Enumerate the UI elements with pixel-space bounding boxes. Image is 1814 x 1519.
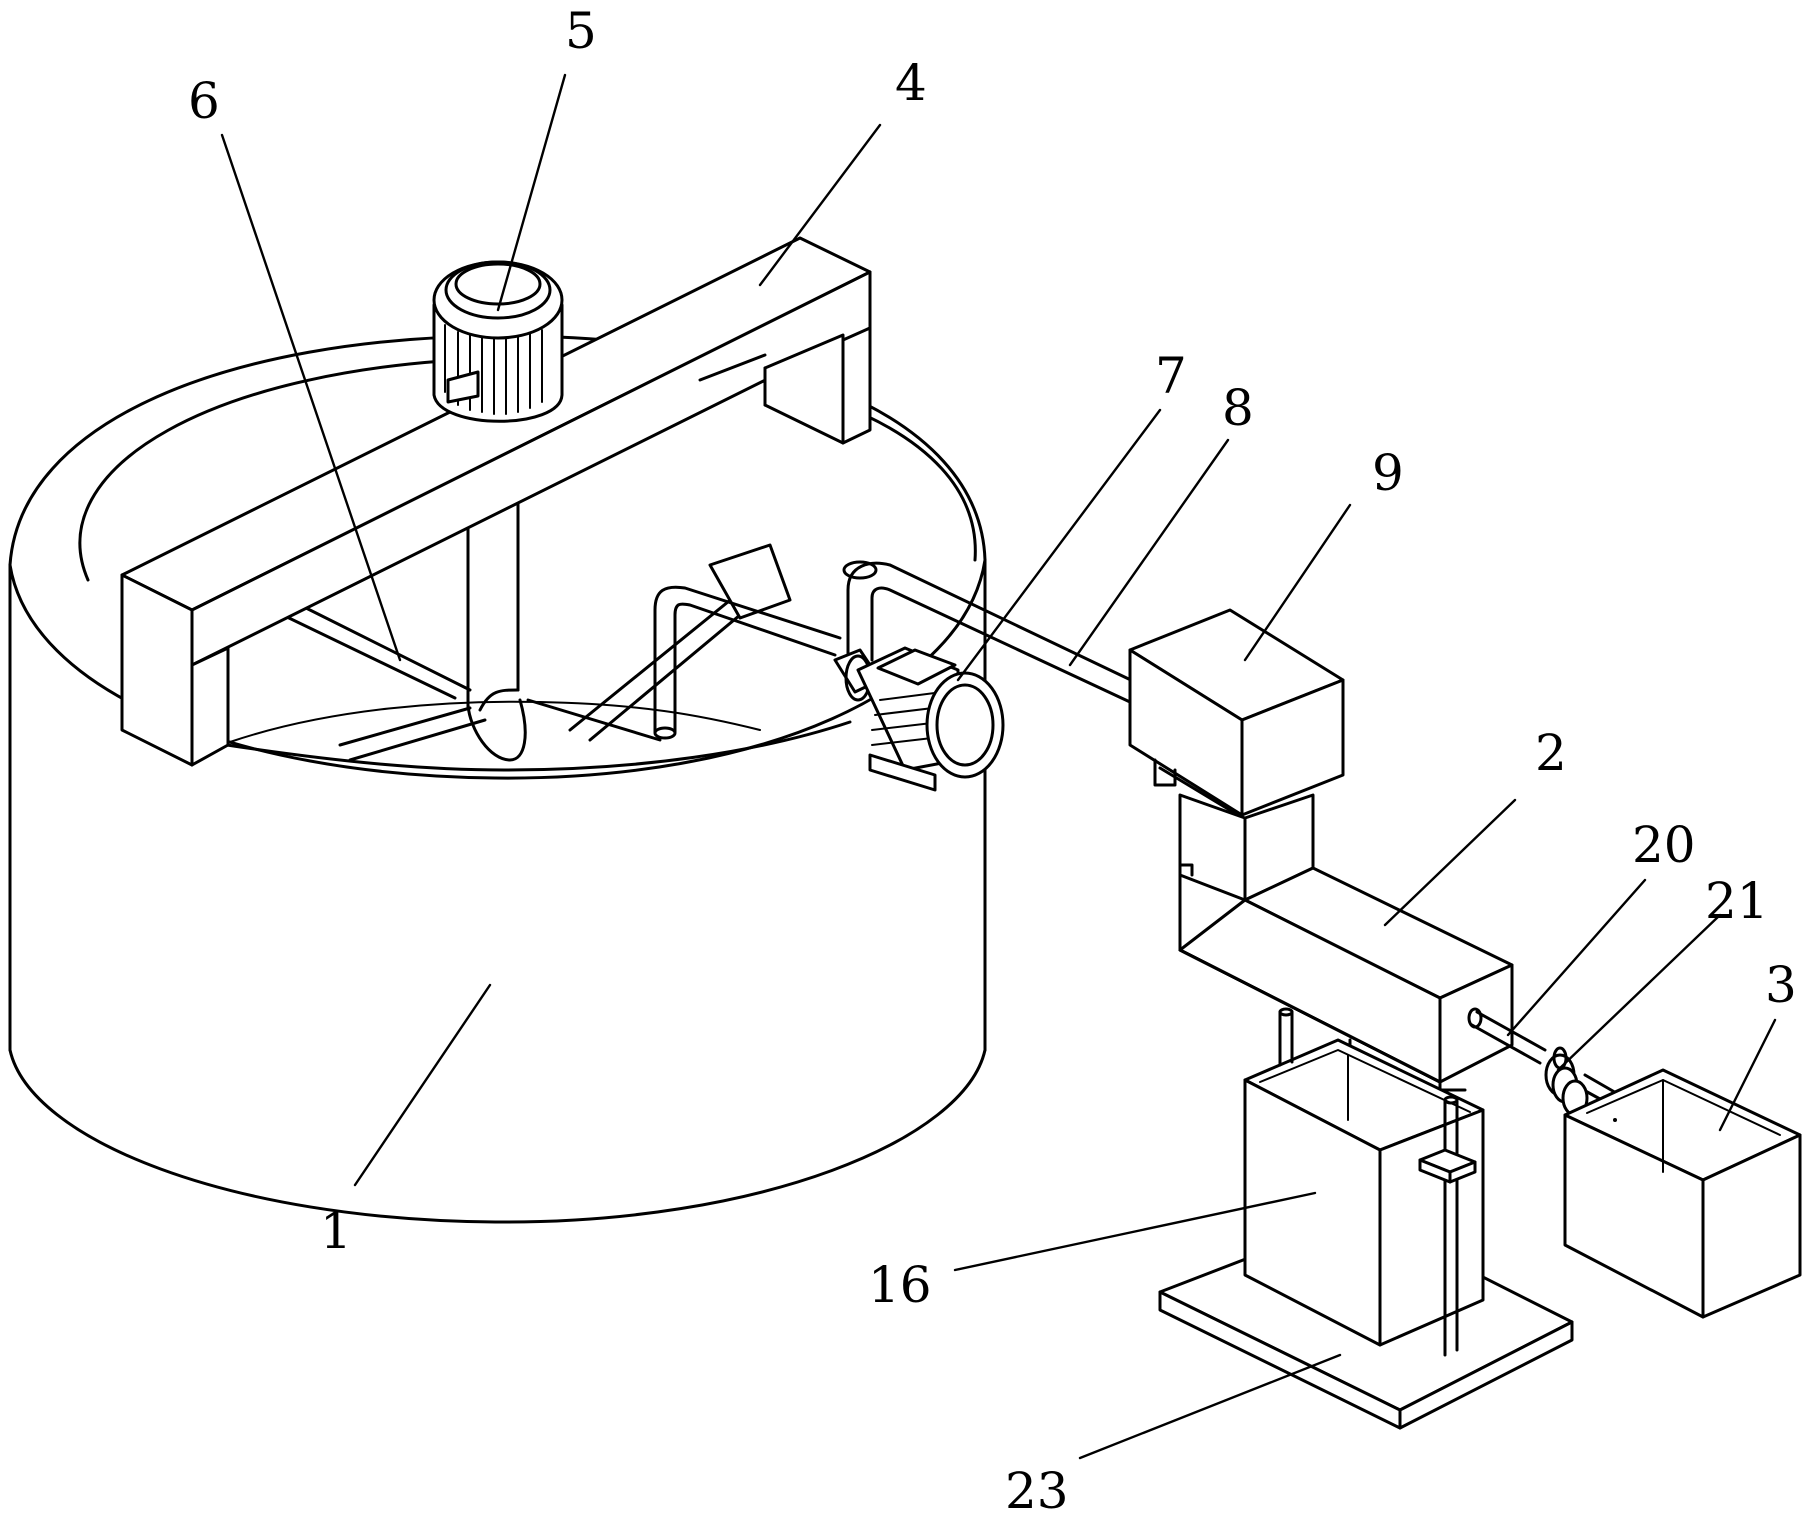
leader-8	[1068, 438, 1230, 667]
valve	[1544, 1046, 1589, 1117]
leader-5	[496, 73, 567, 312]
collection-box	[1563, 1068, 1802, 1319]
stirring-blade	[260, 476, 792, 762]
leader-21	[1556, 913, 1722, 1072]
leader-7	[956, 408, 1162, 682]
frame	[120, 236, 872, 767]
leader-4	[758, 123, 882, 287]
motor	[432, 260, 564, 423]
label-2: 2	[1535, 724, 1567, 782]
pump	[833, 646, 1005, 792]
leader-lines	[220, 73, 1777, 1460]
leader-23	[1078, 1353, 1342, 1460]
part-labels: 1 2 3 4 5 6 7 8 9 16 20 21 23	[188, 2, 1797, 1519]
label-8: 8	[1222, 379, 1254, 437]
receiving-box	[1243, 1007, 1485, 1357]
label-4: 4	[895, 54, 927, 112]
label-1: 1	[320, 1202, 352, 1260]
label-20: 20	[1632, 816, 1696, 874]
leader-1	[353, 983, 492, 1187]
label-23: 23	[1005, 1462, 1069, 1519]
filter-box	[1128, 608, 1345, 817]
leader-3	[1718, 1018, 1777, 1132]
label-21: 21	[1705, 872, 1769, 930]
pipe	[653, 560, 1137, 740]
leader-9	[1243, 503, 1352, 662]
label-3: 3	[1765, 956, 1797, 1014]
label-6: 6	[188, 72, 220, 130]
label-7: 7	[1155, 347, 1187, 405]
label-16: 16	[868, 1256, 932, 1314]
leader-20	[1506, 878, 1647, 1037]
leader-2	[1383, 798, 1517, 927]
leader-16	[953, 1191, 1317, 1272]
leader-6	[220, 133, 402, 662]
screw-conveyor	[1178, 793, 1514, 1092]
label-9: 9	[1372, 444, 1404, 502]
label-5: 5	[565, 2, 597, 60]
